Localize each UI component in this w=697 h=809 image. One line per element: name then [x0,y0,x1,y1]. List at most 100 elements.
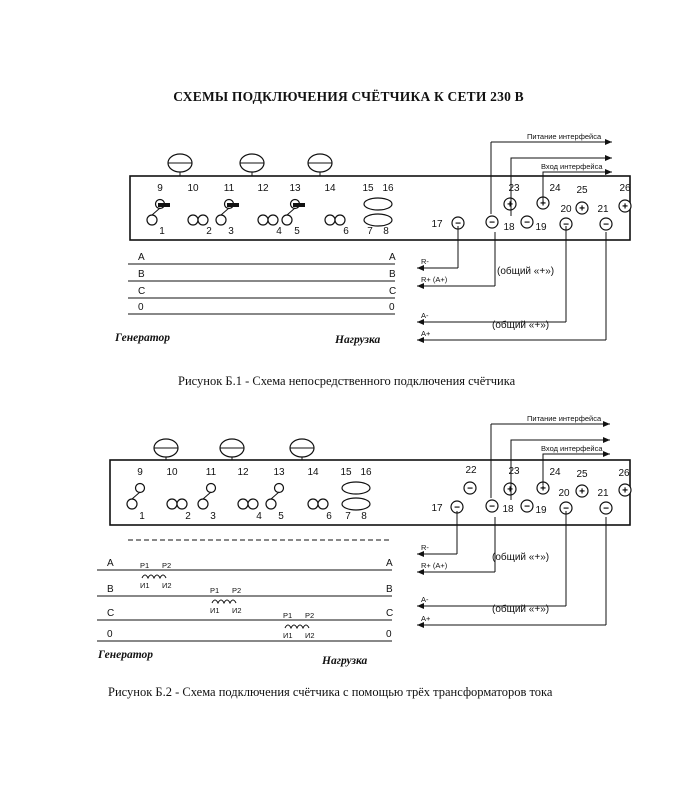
bridge [293,203,305,207]
terminal-19-sign: − [524,218,530,229]
current-transformer-2-p2: Р2 [232,586,241,595]
input-interface-label: Вход интерфейса [541,162,603,171]
generator-label: Генератор [114,332,170,344]
terminal-10 [187,214,199,226]
terminal-11 [205,482,217,494]
label-r_plus: R+ (A+) [421,561,448,570]
bridge-link [286,207,296,216]
terminal-number-20: 20 [560,204,572,215]
label-a_minus: A- [421,595,429,604]
terminal-number-19: 19 [535,505,547,516]
bridge-link [131,491,141,500]
terminal-number-4: 4 [256,511,262,522]
terminal-22 [463,481,477,495]
neutral-link-top [363,197,393,211]
terminal-5 [265,498,277,510]
power-wire-2 [510,157,612,216]
terminal-12 [237,498,249,510]
terminal-17-sign: − [455,219,461,230]
input-wire [542,171,612,201]
terminal-number-17: 17 [431,503,443,514]
phase-label-phase_c-load: C [389,286,396,297]
current-transformer-3-p2: Р2 [305,611,314,620]
terminal-number-14: 14 [307,467,319,478]
figure-caption-b1: Рисунок Б.1 - Схема непосредственного по… [178,374,516,388]
terminal-21-sign: − [603,220,609,231]
terminal-25-sign: + [579,487,585,498]
arrow-r_minus [417,551,424,557]
phase-label-phase_b-load: B [386,584,393,595]
terminal-number-1: 1 [139,511,145,522]
current-transformer-2-i1: И1 [210,606,220,615]
terminal-number-2: 2 [206,226,212,237]
terminal-number-6: 6 [343,226,349,237]
terminal-number-14: 14 [324,183,336,194]
arrow-power-2 [605,155,612,161]
current-transformer-3-p1: Р1 [283,611,292,620]
terminal-number-12: 12 [257,183,269,194]
current-transformer-1-i2: И2 [162,581,172,590]
terminal-1 [126,498,138,510]
bridge-link [270,491,280,500]
terminal-4 [267,214,279,226]
terminal-17-sign: − [454,503,460,514]
current-transformer-1-p1: Р1 [140,561,149,570]
phase-label-phase_a-gen: A [138,252,145,263]
terminal-number-3: 3 [210,511,216,522]
bridge [227,203,239,207]
phase-label-phase_c-gen: C [107,608,114,619]
phase-label-phase_a-load: A [386,558,393,569]
terminal-number-9: 9 [137,467,143,478]
terminal-22-sign: − [467,484,473,495]
terminal-number-10: 10 [187,183,199,194]
phase-label-neutral-gen: 0 [138,302,144,313]
diagram-title: СХЕМЫ ПОДКЛЮЧЕНИЯ СЧЁТЧИКА К СЕТИ 230 В [173,89,524,104]
terminal-number-16: 16 [360,467,372,478]
terminal-number-7: 7 [345,511,351,522]
terminal-number-11: 11 [206,467,217,478]
common-plus-label-2: (общий «+») [492,603,549,615]
terminal-number-6: 6 [326,511,332,522]
terminal-18 [485,499,499,513]
power-wire-2 [510,439,610,500]
input-wire [542,453,610,485]
terminal-number-10: 10 [166,467,178,478]
terminal-number-18: 18 [502,504,514,515]
terminal-23 [503,197,517,211]
terminal-18 [485,215,499,229]
terminal-3 [197,498,209,510]
terminal-14 [307,498,319,510]
phase-label-phase_c-gen: C [138,286,145,297]
terminal-20-sign: − [563,504,569,515]
load-label: Нагрузка [334,334,381,346]
terminal-4 [247,498,259,510]
terminal-number-21: 21 [597,204,609,215]
terminal-13 [273,482,285,494]
terminal-number-25: 25 [576,185,588,196]
current-transformer-2 [211,599,237,605]
current-transformer-3-i2: И2 [305,631,315,640]
terminal-number-23: 23 [508,466,520,477]
arrow-r_minus [417,265,424,271]
current-transformer-1-i1: И1 [140,581,150,590]
terminal-number-5: 5 [278,511,284,522]
terminal-26-sign: + [622,486,628,497]
arrow-r_plus [417,283,424,289]
arrow-a_minus [417,603,424,609]
terminal-number-11: 11 [224,183,235,194]
terminal-21 [599,217,613,231]
label-a_plus: A+ [421,614,431,623]
neutral-link-bottom [363,213,393,227]
terminal-number-18: 18 [503,222,515,233]
bridge-link [202,491,212,500]
terminal-19 [520,499,534,513]
terminal-23-sign: + [507,200,513,211]
arrow-a_minus [417,319,424,325]
bridge-link [220,207,230,216]
phase-label-phase_c-load: C [386,608,393,619]
label-a_plus: A+ [421,329,431,338]
common-plus-label-2: (общий «+») [492,319,549,331]
load-label: Нагрузка [321,655,368,667]
phase-label-neutral-load: 0 [389,302,395,313]
